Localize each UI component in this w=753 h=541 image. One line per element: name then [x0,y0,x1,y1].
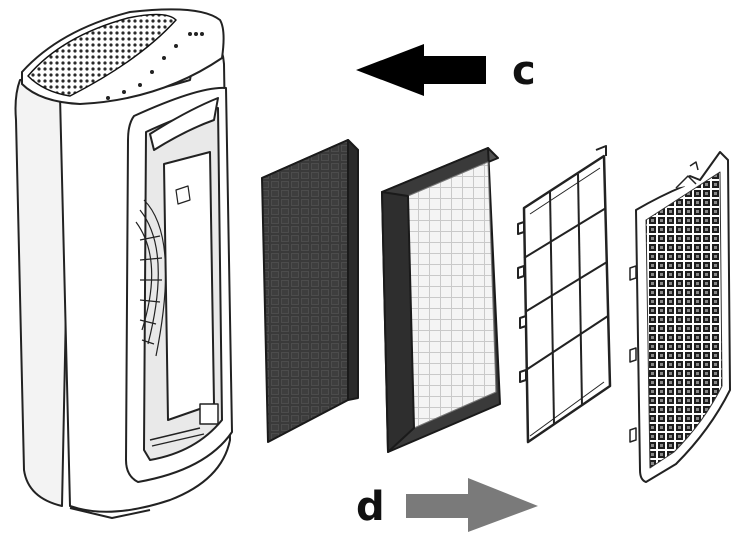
arrow-d-icon [406,478,538,532]
label-d: d [356,484,385,530]
handle-slot [149,97,219,151]
fan-icon [135,199,167,357]
top-vent-grille [27,13,177,97]
air-purifier-unit [14,8,233,519]
label-c: c [512,48,536,94]
arrow-c-icon [356,44,486,96]
pre-filter-frame [517,145,612,444]
front-grille-cover [629,151,731,483]
hepa-filter [381,147,501,453]
latch [199,403,219,425]
control-buttons [106,32,204,100]
carbon-filter [261,139,359,443]
